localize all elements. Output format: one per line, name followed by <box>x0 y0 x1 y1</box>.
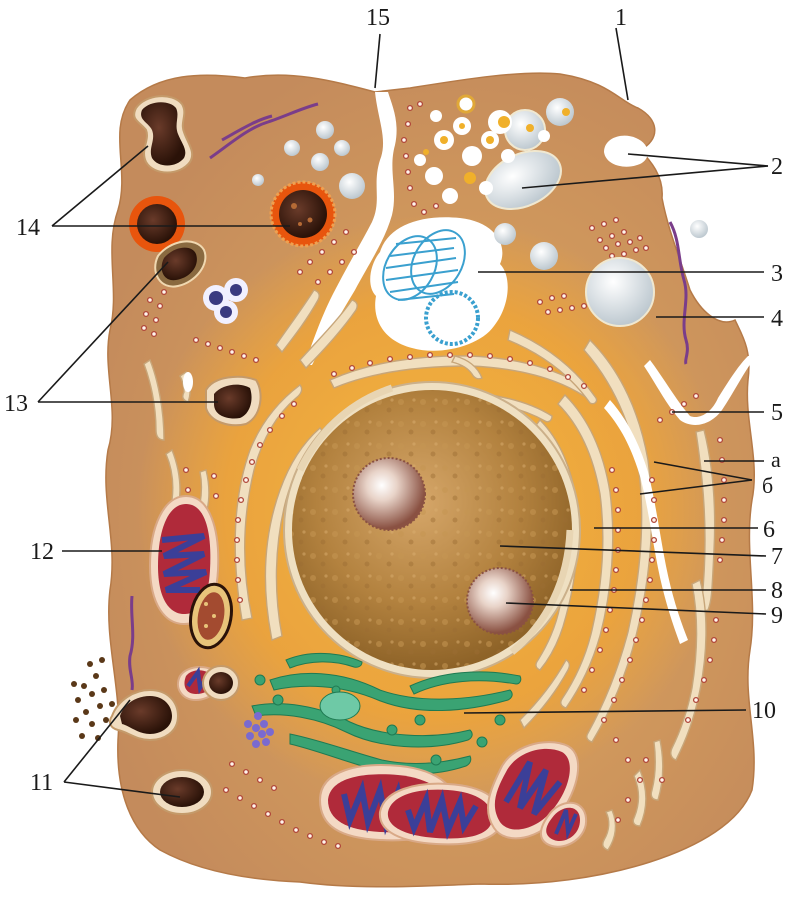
label-b: б <box>762 473 773 498</box>
centrosome <box>370 217 508 351</box>
label-a: а <box>771 447 781 472</box>
nucleolus-lower <box>467 568 533 634</box>
label-5: 5 <box>771 400 783 426</box>
label-15: 15 <box>366 5 390 31</box>
label-12: 12 <box>30 539 54 565</box>
label-7: 7 <box>771 544 783 570</box>
label-9: 9 <box>771 603 783 629</box>
label-2: 2 <box>771 154 783 180</box>
label-6: 6 <box>763 517 775 543</box>
nucleus <box>284 382 580 678</box>
label-10: 10 <box>752 698 776 724</box>
label-11: 11 <box>30 770 53 796</box>
label-14: 14 <box>16 215 40 241</box>
label-1: 1 <box>615 5 627 31</box>
phagosome-14c <box>271 182 335 246</box>
label-3: 3 <box>771 261 783 287</box>
exocytosed-granules <box>71 657 115 741</box>
label-4: 4 <box>771 306 783 332</box>
label-8: 8 <box>771 578 783 604</box>
lysosome-13b <box>206 377 261 425</box>
label-13: 13 <box>4 391 28 417</box>
nucleolus-upper <box>353 458 425 530</box>
